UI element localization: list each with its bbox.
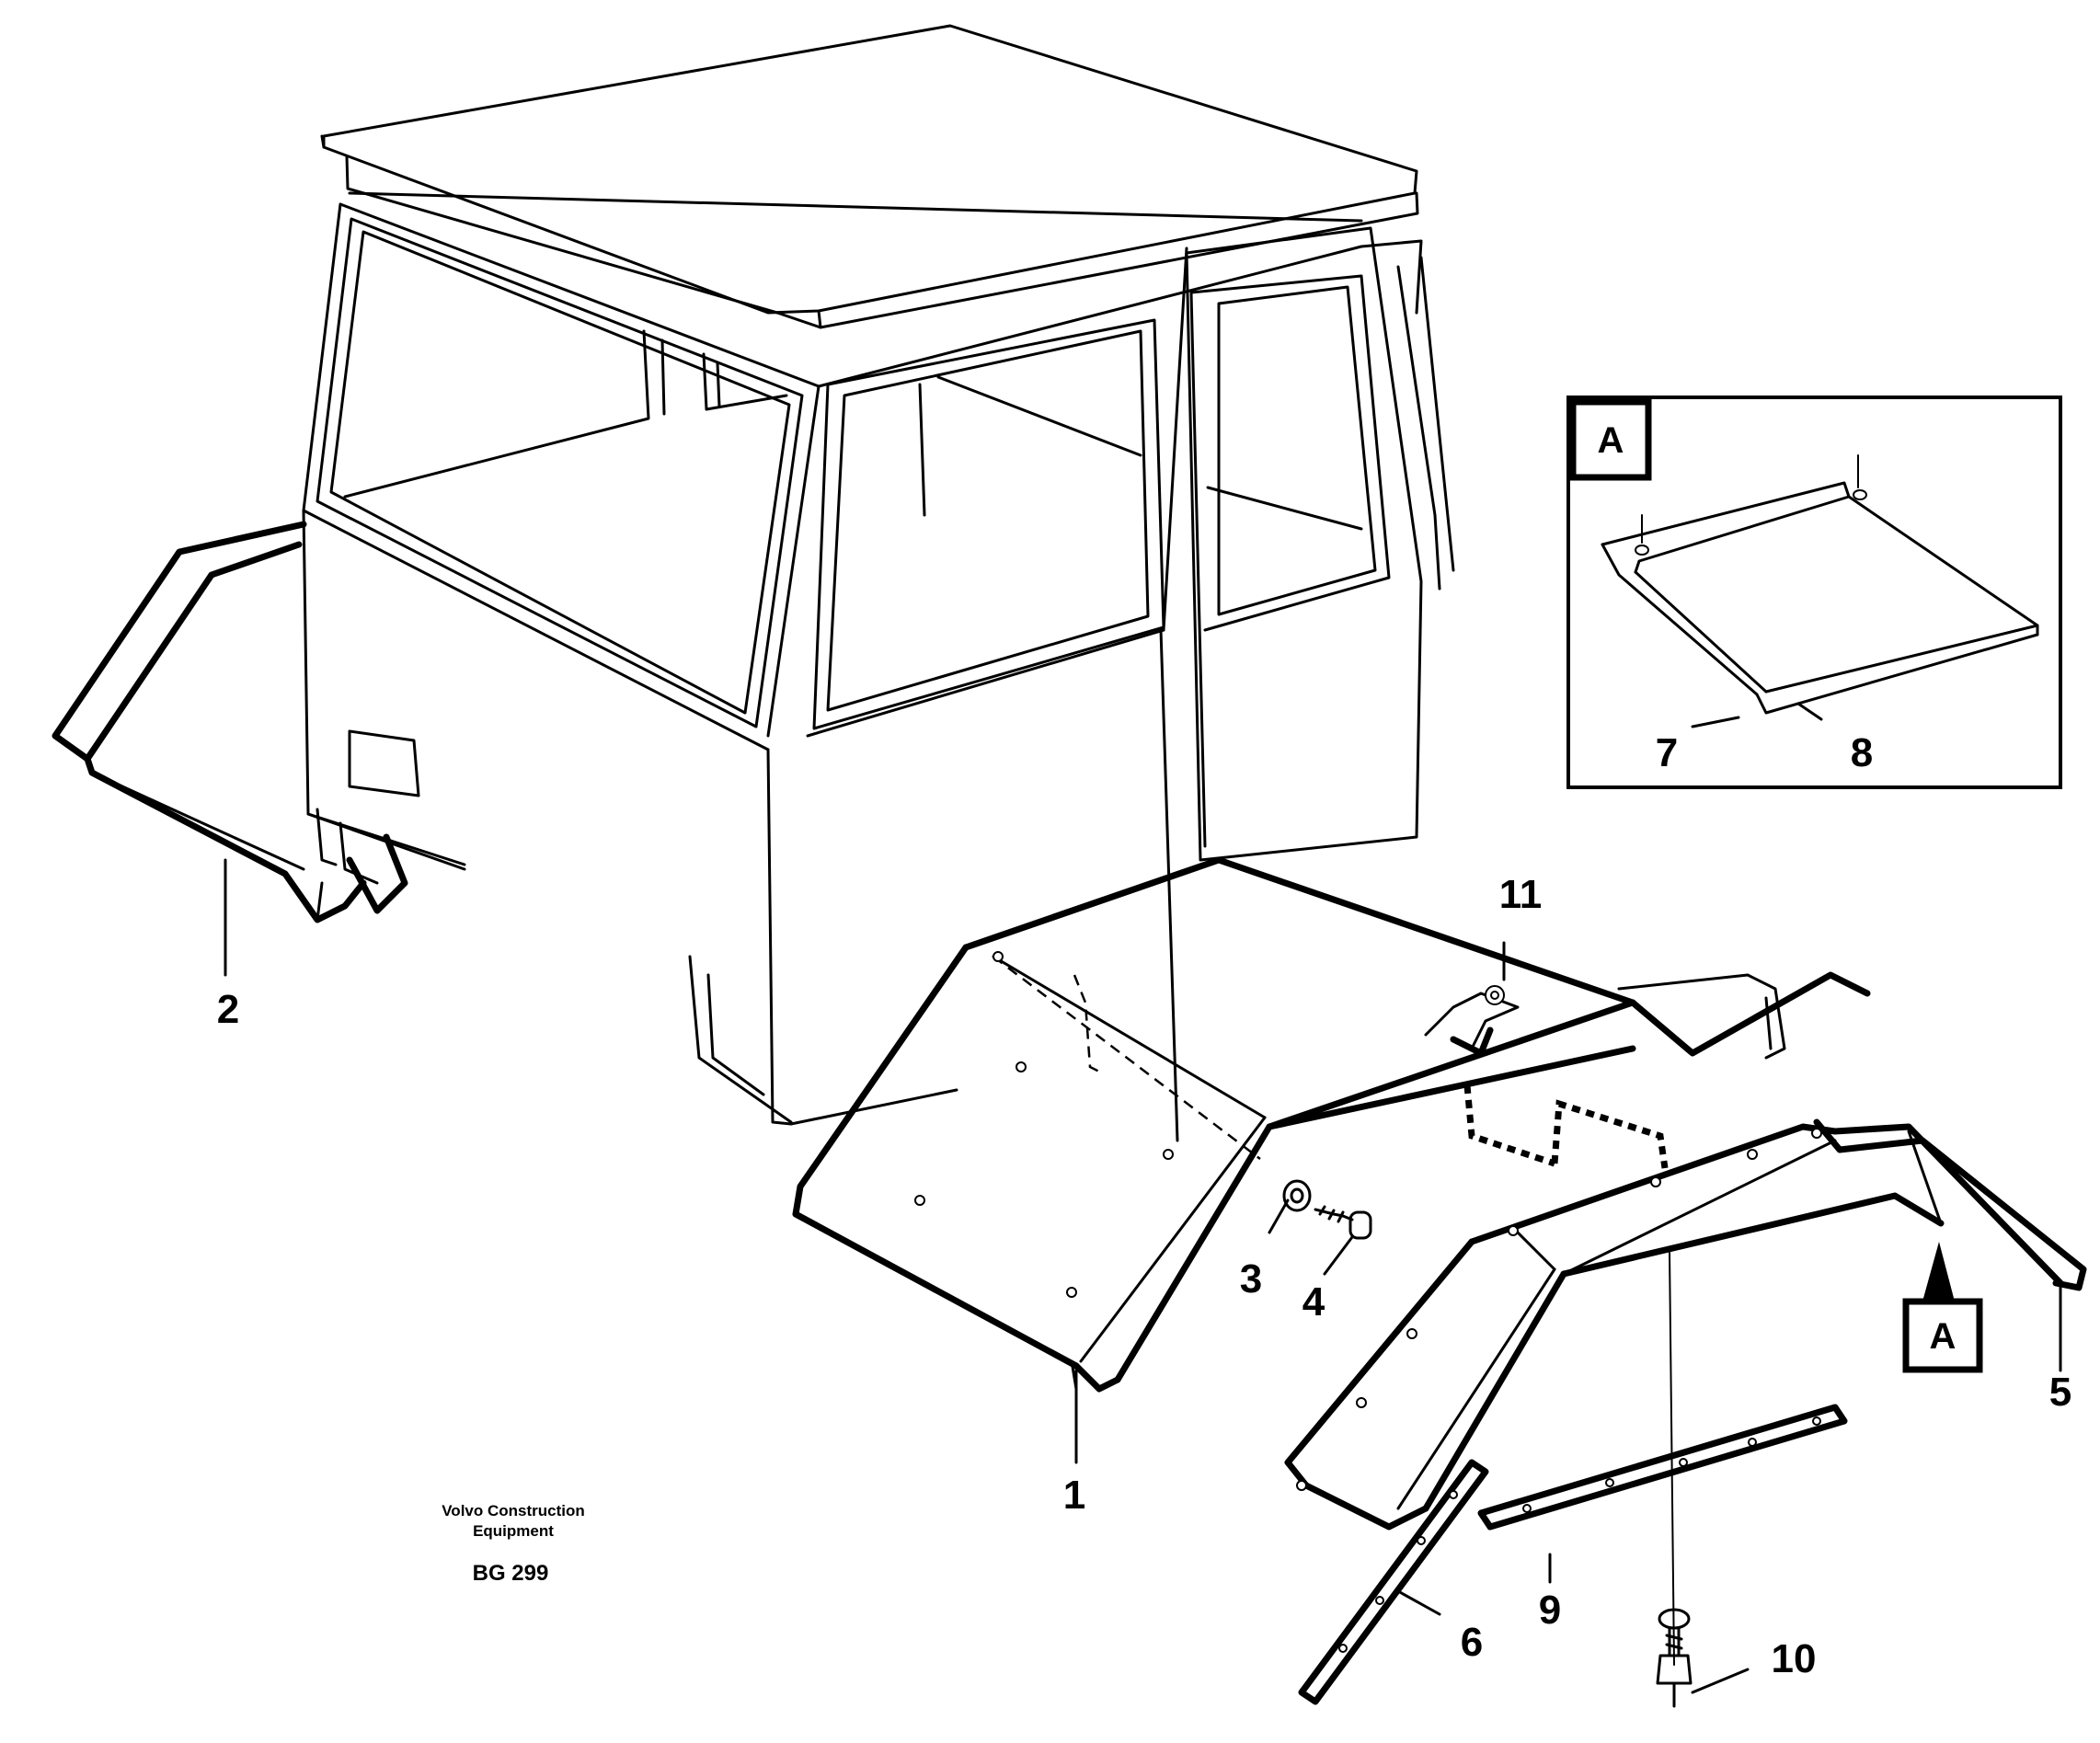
cab-drawing [302, 24, 1455, 1142]
callout-9: 9 [1539, 1588, 1561, 1633]
callout-6: 6 [1461, 1620, 1483, 1665]
callout-10: 10 [1772, 1636, 1817, 1681]
detail-box-label: A [1598, 420, 1624, 461]
detail-plate-drawing [1601, 454, 2039, 715]
view-marker: A [1902, 1242, 1983, 1373]
callout-7: 7 [1656, 730, 1678, 775]
rear-left-fender-drawing [52, 521, 408, 923]
callout-5: 5 [2049, 1370, 2071, 1415]
callout-8: 8 [1851, 730, 1873, 775]
view-marker-label: A [1930, 1316, 1957, 1357]
callout-4: 4 [1302, 1279, 1325, 1324]
caption-code: BG 299 [473, 1561, 549, 1586]
fasteners-drawing [1282, 1179, 1693, 1708]
front-fender-drawing [792, 856, 1636, 1393]
leader-lines [224, 702, 2062, 1694]
callout-2: 2 [217, 987, 239, 1032]
strips-drawing [1298, 1250, 1848, 1705]
detail-box: A [1566, 396, 2062, 789]
callout-3: 3 [1240, 1256, 1262, 1302]
callout-1: 1 [1063, 1473, 1085, 1518]
caption-block: Volvo Construction Equipment BG 299 [442, 1502, 585, 1586]
caption-line2: Equipment [473, 1522, 554, 1540]
callouts: 1 2 3 4 5 6 9 10 11 7 8 [217, 730, 2071, 1681]
fender-bracket-drawing [1266, 971, 2087, 1531]
caption-line1: Volvo Construction [442, 1502, 585, 1519]
callout-11: 11 [1499, 872, 1543, 917]
